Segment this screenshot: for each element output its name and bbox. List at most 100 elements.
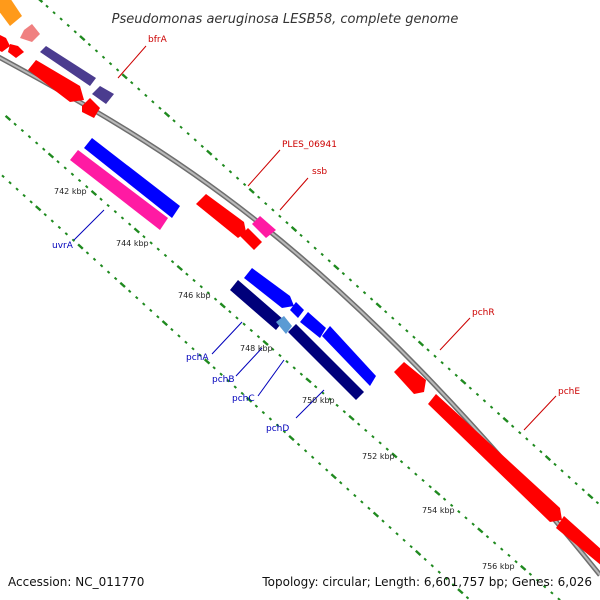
gene-feature-blue-short-1[interactable] — [290, 302, 304, 318]
guide-dot — [464, 516, 468, 520]
gene-label-uvrA[interactable]: uvrA — [52, 241, 74, 251]
guide-dot — [63, 166, 67, 170]
gene-feature-blue-short-2[interactable] — [300, 312, 326, 338]
tick-label-744: 744 kbp — [116, 239, 149, 248]
guide-dot — [206, 291, 211, 295]
label-leader-lines — [73, 45, 557, 431]
guide-dot — [261, 410, 266, 415]
topology-text: Topology: circular; Length: 6,601,757 bp… — [261, 575, 592, 589]
gene-label-bfrA[interactable]: bfrA — [148, 35, 168, 45]
guide-dot — [282, 430, 287, 434]
guide-dot — [440, 360, 444, 365]
guide-dot — [434, 489, 441, 496]
guide-dot — [553, 462, 557, 467]
gene-label-pchB[interactable]: pchB — [212, 375, 235, 385]
guide-dot — [399, 459, 404, 464]
gene-label-PLES_06941[interactable]: PLES_06941 — [282, 140, 337, 150]
guide-dot — [339, 481, 343, 485]
guide-dot — [402, 538, 406, 542]
guide-dot — [342, 410, 347, 414]
guide-dot — [375, 302, 382, 309]
guide-dot — [198, 353, 202, 357]
gene-feature-blue-long-1[interactable] — [84, 138, 180, 218]
gene-feature-red-small-2[interactable] — [82, 98, 100, 118]
guide-dot — [4, 114, 12, 122]
guide-dot — [378, 441, 382, 445]
gene-feature-pchR[interactable] — [394, 362, 426, 394]
guide-dot — [85, 251, 90, 255]
gene-feature-orange[interactable] — [0, 0, 22, 26]
guide-dot — [87, 42, 92, 47]
gene-feature-salmon[interactable] — [20, 24, 40, 42]
gene-feature-pchD[interactable] — [288, 324, 364, 400]
guide-dot — [38, 0, 44, 4]
tick-label-756: 756 kbp — [482, 562, 515, 571]
gene-feature-blue-long-2[interactable] — [322, 326, 376, 386]
guide-dot — [385, 447, 389, 451]
gene-feature-red-edge[interactable] — [0, 34, 10, 52]
guide-dot — [542, 584, 547, 589]
gene-label-ssb[interactable]: ssb — [312, 167, 327, 177]
guide-dot — [101, 55, 106, 59]
guide-dot — [113, 276, 118, 281]
gene-feature-red-long-1[interactable] — [28, 60, 84, 102]
guide-dot — [20, 128, 25, 133]
guide-dot — [510, 424, 515, 428]
accession-text: Accession: NC_011770 — [8, 575, 144, 589]
gene-feature-purple-short[interactable] — [92, 86, 114, 104]
guide-dot — [115, 68, 120, 72]
gene-feature-pchB-light[interactable] — [276, 316, 292, 334]
guide-dot — [256, 335, 261, 339]
tick-label-748: 748 kbp — [240, 344, 273, 353]
guide-dot — [130, 81, 134, 85]
guide-dot — [409, 544, 413, 549]
gene-feature-red-long-end[interactable] — [556, 516, 600, 566]
gene-feature-pchE[interactable] — [428, 394, 562, 522]
gene-feature-pchA[interactable] — [244, 268, 294, 308]
gene-label-pchC[interactable]: pchC — [232, 394, 255, 404]
guide-dot — [191, 347, 195, 351]
guide-dot — [142, 235, 146, 239]
gene-label-pchD[interactable]: pchD — [266, 424, 289, 434]
guide-dot — [285, 220, 289, 225]
guide-dot — [176, 264, 183, 272]
gene-feature-pchB[interactable] — [230, 280, 284, 330]
guide-dot — [535, 578, 540, 583]
guide-dot — [437, 570, 441, 574]
tick-label-750: 750 kbp — [302, 396, 335, 405]
gene-label-pchR[interactable]: pchR — [472, 308, 495, 318]
guide-dot — [99, 264, 104, 268]
guide-dot — [257, 195, 261, 199]
guide-dot — [106, 270, 111, 274]
guide-dot — [514, 559, 518, 564]
guide-dot — [333, 264, 340, 271]
gene-feature-ssb[interactable] — [252, 216, 276, 238]
guide-dot — [414, 472, 418, 476]
guide-dot — [492, 541, 497, 545]
guide-dot — [457, 588, 464, 595]
gene-feature-PLES_06941[interactable] — [196, 194, 246, 238]
guide-dot — [34, 205, 42, 212]
gene-feature-red-small-1[interactable] — [8, 44, 24, 58]
guide-dot — [108, 61, 113, 66]
guide-dot — [372, 511, 380, 518]
guide-dot — [299, 372, 304, 376]
guide-dot — [587, 493, 594, 500]
gene-label-pchA[interactable]: pchA — [186, 353, 209, 363]
guide-dot — [13, 122, 17, 126]
guide-dot — [348, 414, 355, 421]
gene-label-pchE[interactable]: pchE — [558, 387, 580, 397]
gene-feature-red-small-3[interactable] — [240, 228, 262, 250]
gene-feature-purple-long[interactable] — [40, 46, 96, 86]
guide-dot — [56, 160, 60, 164]
guide-dot — [90, 189, 98, 197]
guide-dot — [407, 466, 411, 470]
guide-dot — [285, 360, 289, 364]
guide-dot — [248, 187, 255, 194]
guide-dot — [200, 144, 204, 149]
guide-dot — [442, 497, 447, 501]
guide-dot — [235, 176, 240, 180]
guide-dot — [356, 422, 361, 426]
gene-feature-uvrA[interactable] — [70, 150, 168, 230]
guide-dot — [384, 310, 388, 314]
